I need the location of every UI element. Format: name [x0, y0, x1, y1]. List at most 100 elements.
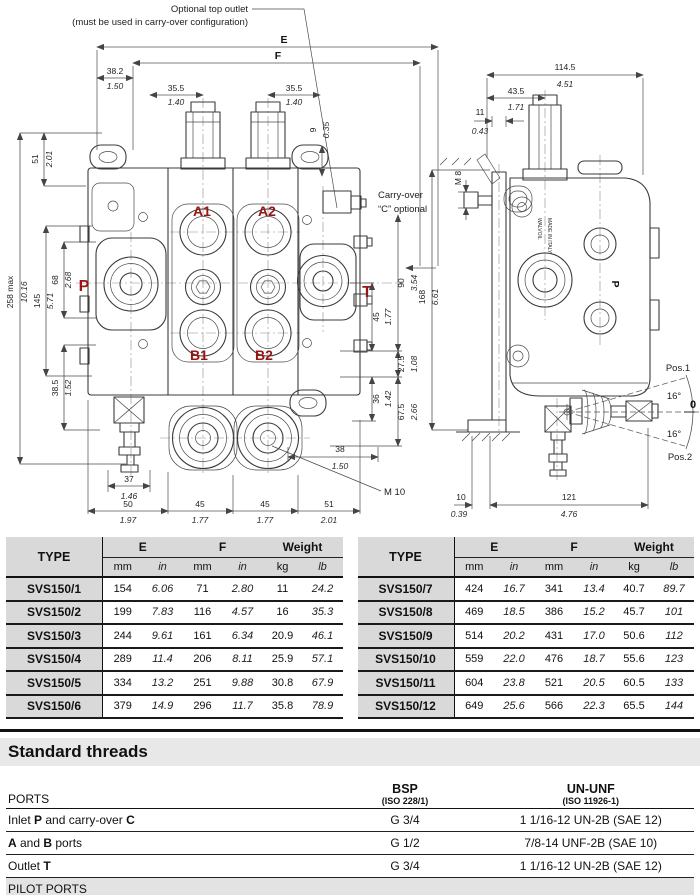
- zero-label: 0: [690, 399, 696, 411]
- note-carry-over-config: (must be used in carry-over configuratio…: [72, 17, 248, 28]
- side-view: WALVOIL MADE IN ITALY P Pos.1 16° 0 16° …: [417, 62, 700, 519]
- dim-label: 1.50: [107, 81, 124, 91]
- front-dimensions-bottom: 37 1.46 50 1.97 45 1.77 45 1.77 51 2.01: [87, 400, 361, 525]
- value-cell: 431: [544, 629, 564, 642]
- dim-label: 6.61: [430, 288, 440, 305]
- col-weight: Weight: [262, 537, 343, 558]
- bsp-value: G 3/4: [390, 858, 420, 873]
- port-name: Inlet P and carry-over C: [8, 812, 135, 827]
- unit-mm: mm: [182, 557, 223, 577]
- value-cell: 206: [193, 653, 212, 666]
- unit-in: in: [222, 557, 263, 577]
- table-row: SVS150/3 244 9.61 161 6.34 20.9 46.1: [6, 624, 343, 648]
- value-cell: 379: [113, 700, 132, 713]
- table-row: SVS150/2 199 7.83 116 4.57 16 35.3: [6, 600, 343, 624]
- dim-label: 1.71: [508, 102, 525, 112]
- dim-label: 36: [371, 394, 381, 404]
- type-cell: SVS150/7: [357, 577, 455, 601]
- value-cell: 25.9: [271, 653, 294, 666]
- pos2-label: Pos.2: [668, 452, 692, 463]
- type-cell: SVS150/9: [357, 624, 455, 648]
- value-cell: 251: [193, 676, 212, 689]
- table-row: SVS150/10 559 22.0 476 18.7 55.6 123: [357, 647, 694, 671]
- value-cell: 334: [113, 676, 132, 689]
- unit-kg: kg: [262, 557, 303, 577]
- dim-label: 35.5: [168, 83, 185, 93]
- dim-label: 38: [335, 444, 345, 454]
- value-cell: 13.4: [583, 582, 605, 595]
- type-cell: SVS150/5: [6, 671, 103, 695]
- unit-kg: kg: [614, 557, 654, 577]
- value-cell: 604: [465, 676, 484, 689]
- value-cell: 2.80: [231, 582, 254, 595]
- value-cell: 30.8: [271, 676, 294, 689]
- value-cell: 24.2: [311, 582, 334, 595]
- value-cell: 386: [544, 606, 564, 619]
- value-cell: 71: [196, 582, 209, 595]
- table-row: SVS150/9 514 20.2 431 17.0 50.6 112: [357, 624, 694, 648]
- dim-label: 38.2: [107, 66, 124, 76]
- pilot-ports-row: PILOT PORTS: [6, 877, 694, 895]
- value-cell: 101: [664, 606, 684, 619]
- port-label-b1: B1: [190, 347, 208, 363]
- angle-down-label: 16°: [667, 429, 682, 440]
- value-cell: 60.5: [623, 676, 645, 689]
- bsp-value: G 1/2: [390, 835, 420, 850]
- value-cell: 4.57: [231, 606, 254, 619]
- standard-threads-band: Standard threads: [0, 737, 700, 766]
- dim-label: 4.51: [557, 79, 574, 89]
- value-cell: 133: [664, 676, 684, 689]
- dim-label: 114.5: [555, 62, 576, 72]
- lever-fan: Pos.1 16° 0 16° Pos.2: [566, 363, 700, 463]
- dim-label: 3.54: [409, 274, 419, 291]
- dim-label: 43.5: [508, 86, 525, 96]
- value-cell: 341: [544, 582, 564, 595]
- dim-label: 1.46: [121, 491, 138, 501]
- table-row: SVS150/7 424 16.7 341 13.4 40.7 89.7: [357, 577, 694, 601]
- dim-label: 9: [308, 127, 318, 132]
- value-cell: 18.5: [503, 606, 525, 619]
- dim-label: 51: [30, 154, 40, 164]
- dim-label: 50: [123, 499, 133, 509]
- col-f: F: [182, 537, 263, 558]
- value-cell: 8.11: [232, 653, 253, 666]
- table-row: Outlet T G 3/4 1 1/16-12 UN-2B (SAE 12): [6, 854, 694, 877]
- dim-label: 67.5: [396, 403, 406, 420]
- value-cell: 46.1: [311, 629, 334, 642]
- dim-label: 145: [32, 294, 42, 308]
- side-dimensions: 114.5 4.51 43.5 1.71 11 0.43 M 8 168 6.6…: [417, 62, 649, 519]
- value-cell: 11.7: [232, 700, 253, 713]
- value-cell: 45.7: [623, 606, 645, 619]
- value-cell: 23.8: [503, 676, 525, 689]
- dim-label: 37: [124, 474, 134, 484]
- value-cell: 424: [465, 582, 484, 595]
- col-f: F: [534, 537, 614, 558]
- note-leader-line: [252, 8, 338, 209]
- dim-label: 121: [562, 492, 576, 502]
- value-cell: 14.9: [151, 700, 174, 713]
- dim-label: 1.77: [257, 515, 274, 525]
- value-cell: 6.06: [151, 582, 174, 595]
- value-cell: 40.7: [623, 582, 645, 595]
- dim-label: 0.35: [321, 121, 331, 138]
- value-cell: 112: [665, 629, 683, 642]
- value-cell: 9.88: [231, 676, 254, 689]
- dim-label: 1.50: [332, 461, 349, 471]
- section-title: Standard threads: [8, 741, 148, 761]
- dim-label: 0.43: [472, 126, 489, 136]
- value-cell: 18.7: [583, 653, 605, 666]
- dim-label: 2.66: [409, 403, 419, 421]
- value-cell: 35.8: [271, 700, 294, 713]
- dim-label: 168: [417, 290, 427, 304]
- threads-table: PORTS BSP (ISO 228/1) UN-UNF (ISO 11926-…: [6, 780, 694, 895]
- value-cell: 25.6: [503, 700, 525, 713]
- dim-e-label: E: [280, 34, 287, 46]
- value-cell: 35.3: [311, 606, 334, 619]
- table-row: SVS150/5 334 13.2 251 9.88 30.8 67.9: [6, 671, 343, 695]
- ununf-value: 1 1/16-12 UN-2B (SAE 12): [519, 812, 662, 827]
- type-cell: SVS150/3: [6, 624, 103, 648]
- dim-label: 1.52: [63, 379, 73, 396]
- dim-label: 35.5: [286, 83, 303, 93]
- type-cell: SVS150/2: [6, 600, 103, 624]
- value-cell: 16.7: [503, 582, 525, 595]
